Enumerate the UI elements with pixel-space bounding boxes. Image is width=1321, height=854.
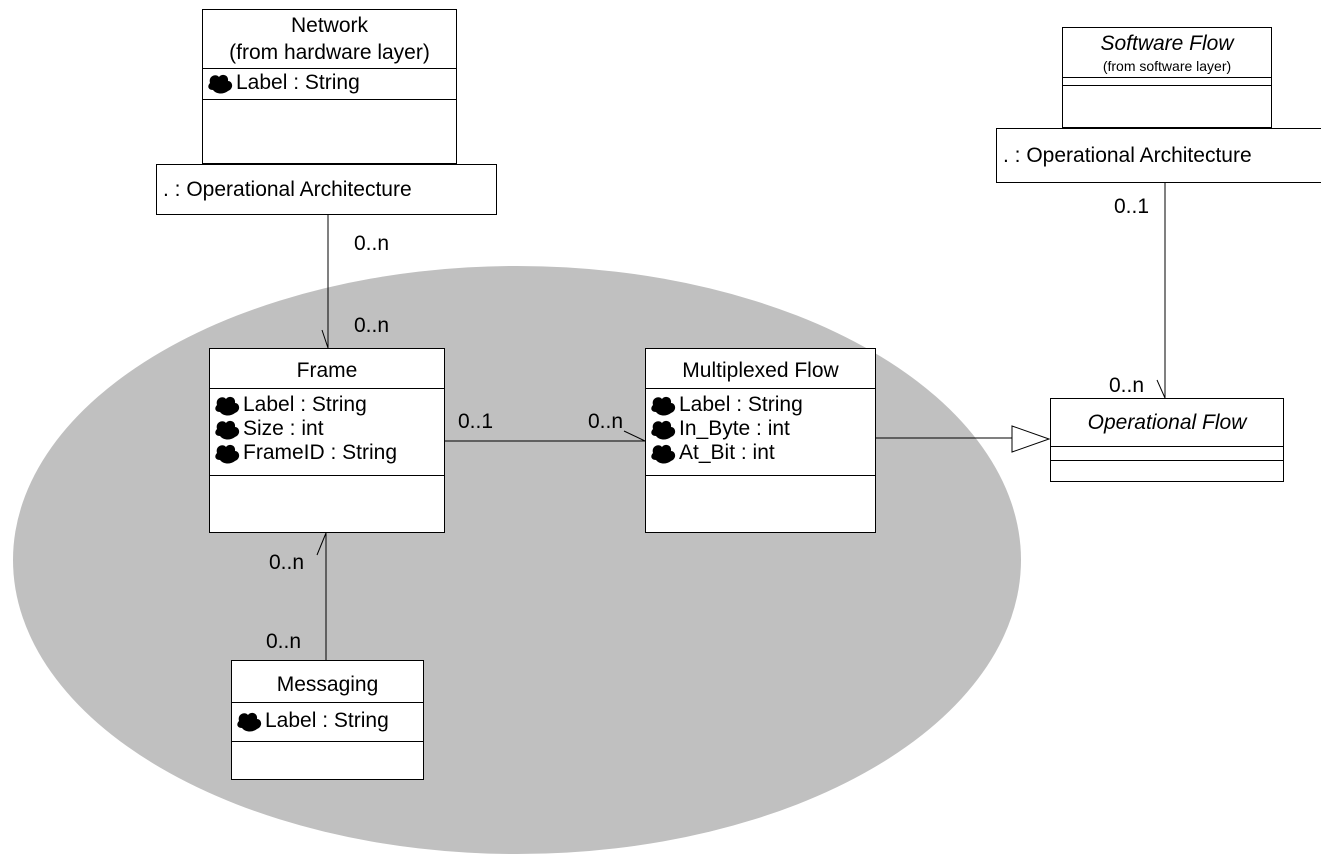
network-class[interactable]: Network (from hardware layer) Label : St… [202,9,457,164]
frame-class[interactable]: Frame Label : String Size : int FrameID … [209,348,445,533]
network-frame-arrow-a [321,329,329,349]
right-association-label: . : Operational Architecture [1003,143,1252,167]
attribute-label: Label : String [679,393,803,416]
network-package: (from hardware layer) [229,41,430,64]
operational-flow-name: Operational Flow [1087,411,1247,434]
frame-attributes: Label : String Size : int FrameID : Stri… [210,389,444,476]
attribute-icon [237,712,262,732]
frame-name: Frame [296,359,358,382]
multiplexed-flow-name: Multiplexed Flow [682,359,839,382]
attribute-icon [651,396,676,416]
attribute-label: FrameID : String [243,441,398,464]
multiplicity-frame-messaging: 0..n [269,551,305,574]
multiplexed-flow-attributes: Label : String In_Byte : int At_Bit : in… [646,389,875,476]
attribute-icon [215,420,240,440]
multiplexed-flow-name-box: Multiplexed Flow [646,349,875,389]
multiplexed-flow-class[interactable]: Multiplexed Flow Label : String In_Byte … [645,348,876,533]
attribute-label: At_Bit : int [679,441,775,464]
messaging-name-box: Messaging [232,661,423,703]
multiplicity-network-frame: 0..n [354,314,390,337]
attribute-row: Label : String [207,71,456,95]
network-name-box: Network (from hardware layer) [203,10,456,69]
operational-flow-attributes [1051,447,1283,461]
software-flow-name-box: Software Flow (from software layer) [1063,28,1271,78]
attribute-icon [651,420,676,440]
software-opflow-arrow [1156,379,1166,399]
multiplicity-mux-frame: 0..n [588,410,624,433]
software-flow-class[interactable]: Software Flow (from software layer) [1062,27,1272,128]
attribute-row: In_Byte : int [650,417,875,441]
multiplicity-frame-mux: 0..1 [458,410,494,433]
operational-flow-class[interactable]: Operational Flow [1050,398,1284,482]
right-association-class[interactable]: . : Operational Architecture [996,128,1321,183]
software-flow-name: Software Flow [1100,32,1234,55]
attribute-label: Size : int [243,417,324,440]
attribute-row: Label : String [236,709,423,733]
attribute-icon [215,444,240,464]
messaging-name: Messaging [276,673,379,696]
generalization-arrowhead [1011,425,1051,453]
multiplicity-software-opflow: 0..n [1109,374,1145,397]
attribute-icon [208,74,233,94]
frame-name-box: Frame [210,349,444,389]
attribute-row: FrameID : String [214,441,444,465]
frame-messaging-arrow [316,532,327,556]
messaging-attributes: Label : String [232,703,423,742]
attribute-label: In_Byte : int [679,417,790,440]
attribute-label: Label : String [236,71,360,94]
attribute-icon [651,444,676,464]
frame-mux-arrow [623,430,646,442]
left-association-label: . : Operational Architecture [163,177,412,201]
multiplicity-network-top: 0..n [354,232,390,255]
attribute-row: Size : int [214,417,444,441]
attribute-icon [215,396,240,416]
attribute-row: Label : String [650,393,875,417]
operational-flow-name-box: Operational Flow [1051,399,1283,447]
attribute-label: Label : String [243,393,367,416]
attribute-row: Label : String [214,393,444,417]
attribute-label: Label : String [265,709,389,732]
network-attributes: Label : String [203,69,456,100]
multiplicity-software-top: 0..1 [1114,195,1150,218]
left-association-class[interactable]: . : Operational Architecture [156,164,497,215]
software-flow-package: (from software layer) [1102,58,1232,74]
software-flow-attributes [1063,78,1271,86]
multiplicity-messaging-frame: 0..n [266,630,302,653]
network-name: Network [290,14,369,37]
messaging-class[interactable]: Messaging Label : String [231,660,424,780]
attribute-row: At_Bit : int [650,441,875,465]
